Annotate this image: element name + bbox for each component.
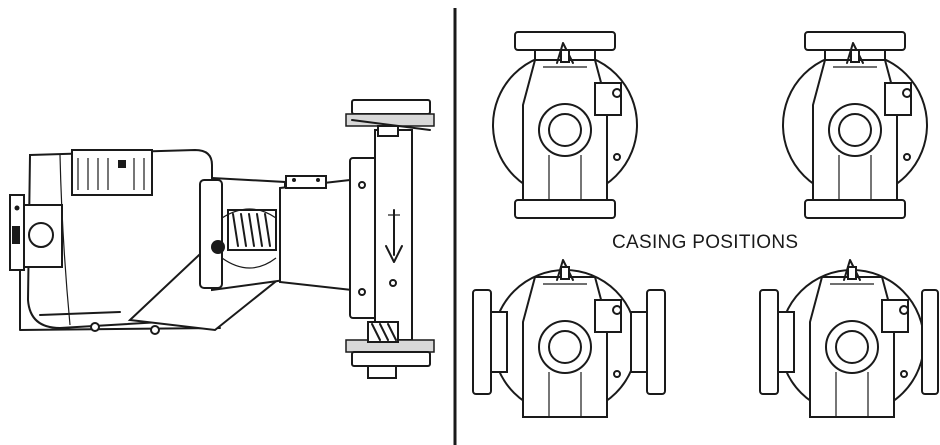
- motor-housing: [9, 148, 292, 335]
- bottom-flange: [351, 351, 431, 367]
- casing-position-4: [759, 259, 939, 418]
- conduit-knockout: [28, 222, 54, 248]
- nameplate: [71, 149, 153, 196]
- casing-position-1: [492, 31, 638, 219]
- casing-position-2: [782, 31, 928, 219]
- bearing-bracket: [199, 176, 286, 292]
- pump-volute: [345, 99, 435, 379]
- casing-positions-caption: CASING POSITIONS: [612, 232, 799, 253]
- casing-position-3: [472, 259, 666, 418]
- pump-side-view: [9, 99, 435, 379]
- casing-positions: [472, 31, 939, 418]
- flow-arrow-icon: [385, 209, 403, 263]
- left-flange: [472, 289, 492, 395]
- top-flange: [351, 99, 431, 115]
- pump-adapter: [279, 157, 381, 319]
- suction-flange: [514, 199, 616, 219]
- suction-flange: [804, 199, 906, 219]
- right-flange: [646, 289, 666, 395]
- right-flange: [921, 289, 939, 395]
- left-flange: [759, 289, 779, 395]
